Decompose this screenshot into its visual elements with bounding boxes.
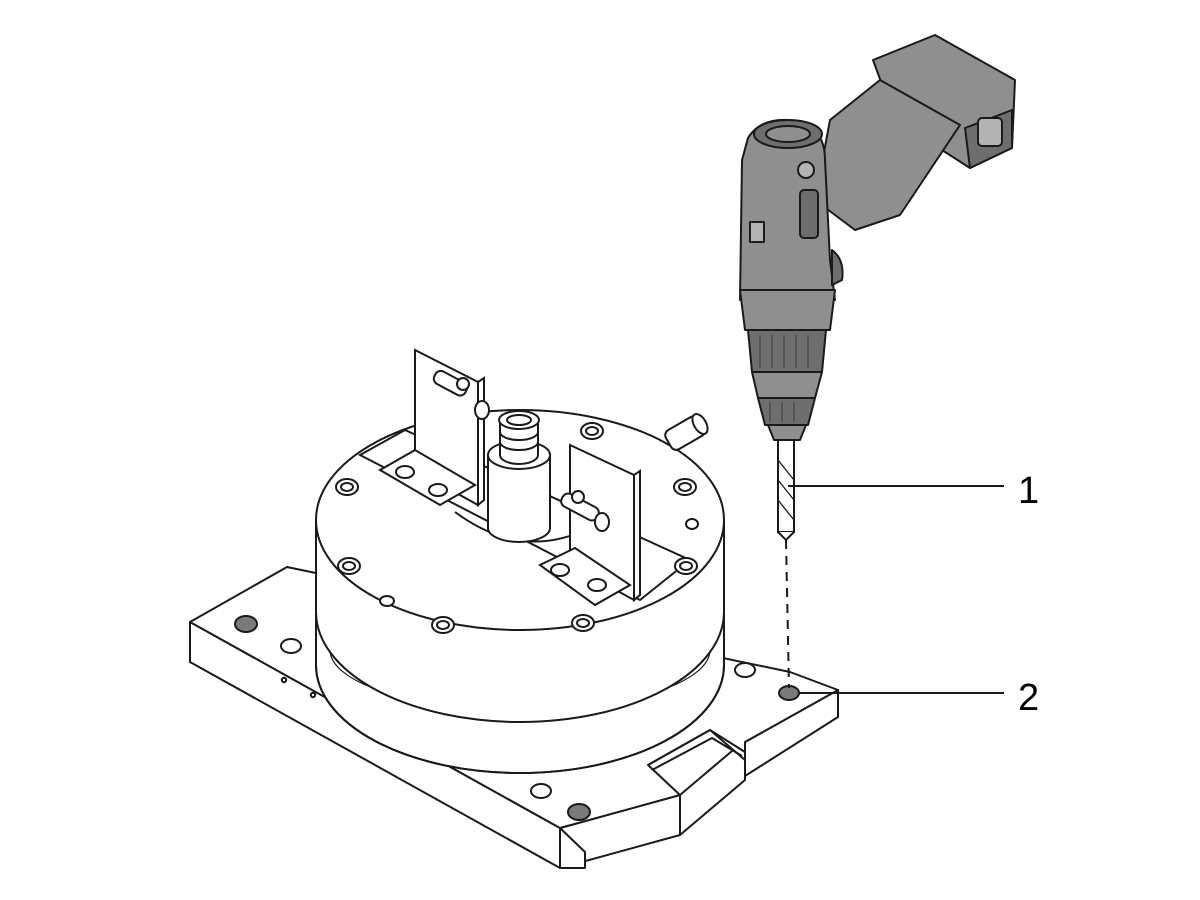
plate-hole	[567, 803, 591, 821]
plate-hole	[530, 783, 552, 799]
drill-bit-icon	[777, 439, 795, 542]
callout-1: 1	[788, 470, 1039, 512]
right-bracket	[538, 443, 641, 607]
pull-stud	[487, 410, 551, 543]
callout-2: 2	[798, 677, 1039, 719]
cordless-drill-icon	[739, 34, 1016, 441]
callout-label-1: 1	[1018, 470, 1039, 512]
clamping-cylinder	[315, 348, 725, 774]
drill-target-hole	[778, 685, 800, 701]
air-fitting	[664, 413, 709, 451]
plate-hole	[280, 638, 302, 654]
left-bracket	[378, 348, 490, 508]
drill-axis-line	[785, 539, 790, 689]
callout-label-2: 2	[1018, 677, 1039, 719]
plate-hole	[734, 662, 756, 678]
plate-hole	[234, 615, 258, 633]
